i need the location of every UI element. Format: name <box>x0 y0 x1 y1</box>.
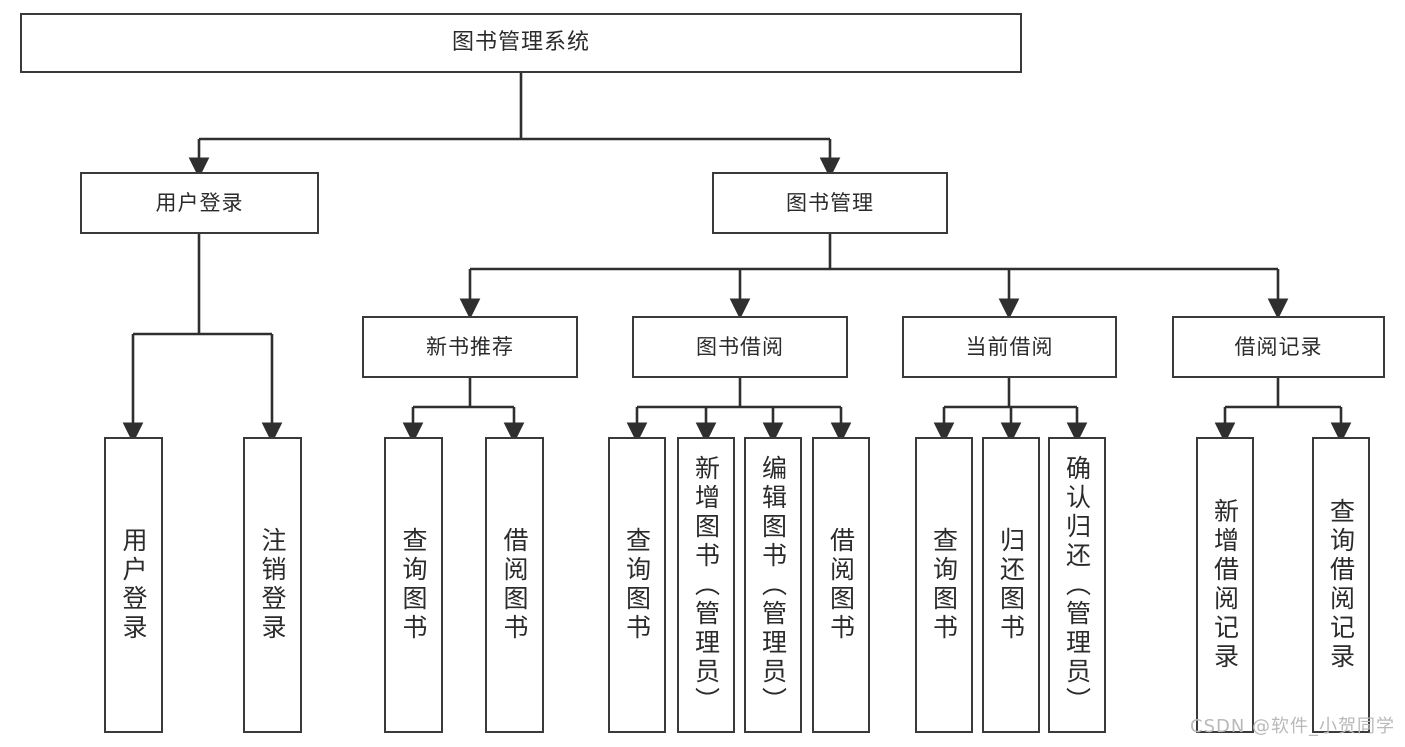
node-label: 新书推荐 <box>426 334 514 359</box>
node-label: 查询图书 <box>399 527 428 643</box>
leaf-borrow-record-add-record[interactable]: 新增借阅记录 <box>1196 437 1254 733</box>
node-label: 用户登录 <box>119 527 148 643</box>
leaf-borrow-record-query-record[interactable]: 查询借阅记录 <box>1312 437 1370 733</box>
node-label: 查询图书 <box>622 527 652 643</box>
node-label: 查询图书 <box>929 527 959 643</box>
node-label: 图书借阅 <box>696 334 784 359</box>
leaf-user-login-login[interactable]: 用户登录 <box>104 437 163 733</box>
node-label: 图书管理 <box>786 190 874 215</box>
node-new-book-recommend[interactable]: 新书推荐 <box>362 316 578 378</box>
leaf-book-borrow-query-book[interactable]: 查询图书 <box>608 437 666 733</box>
leaf-new-book-query-book[interactable]: 查询图书 <box>384 437 443 733</box>
node-book-borrow[interactable]: 图书借阅 <box>632 316 848 378</box>
leaf-book-borrow-add-book-admin[interactable]: 新增图书（管理员） <box>677 437 735 733</box>
leaf-book-borrow-edit-book-admin[interactable]: 编辑图书（管理员） <box>744 437 802 733</box>
csdn-watermark: CSDN @软件_小贺同学 <box>1190 716 1396 737</box>
node-label: 新增借阅记录 <box>1210 498 1240 672</box>
node-label: 图书管理系统 <box>451 30 590 56</box>
node-current-borrow[interactable]: 当前借阅 <box>902 316 1117 378</box>
node-label: 用户登录 <box>155 190 244 215</box>
leaf-book-borrow-borrow-book[interactable]: 借阅图书 <box>812 437 870 733</box>
node-user-login[interactable]: 用户登录 <box>80 172 319 234</box>
leaf-new-book-borrow-book[interactable]: 借阅图书 <box>485 437 544 733</box>
leaf-current-borrow-confirm-return-admin[interactable]: 确认归还（管理员） <box>1048 437 1106 733</box>
node-label: 借阅记录 <box>1234 334 1323 359</box>
node-label: 当前借阅 <box>965 334 1054 359</box>
node-borrow-record[interactable]: 借阅记录 <box>1172 316 1385 378</box>
node-label: 查询借阅记录 <box>1326 498 1356 672</box>
node-label: 借阅图书 <box>500 527 529 643</box>
node-label: 借阅图书 <box>826 527 856 643</box>
node-label: 确认归还（管理员） <box>1062 454 1092 716</box>
node-book-management[interactable]: 图书管理 <box>712 172 948 234</box>
node-label: 归还图书 <box>996 527 1026 643</box>
node-label: 新增图书（管理员） <box>691 454 721 716</box>
node-root-book-management-system[interactable]: 图书管理系统 <box>20 13 1022 73</box>
leaf-current-borrow-return-book[interactable]: 归还图书 <box>982 437 1040 733</box>
leaf-current-borrow-query-book[interactable]: 查询图书 <box>915 437 973 733</box>
leaf-user-login-logout[interactable]: 注销登录 <box>243 437 302 733</box>
node-label: 注销登录 <box>258 527 287 643</box>
node-label: 编辑图书（管理员） <box>758 454 788 716</box>
